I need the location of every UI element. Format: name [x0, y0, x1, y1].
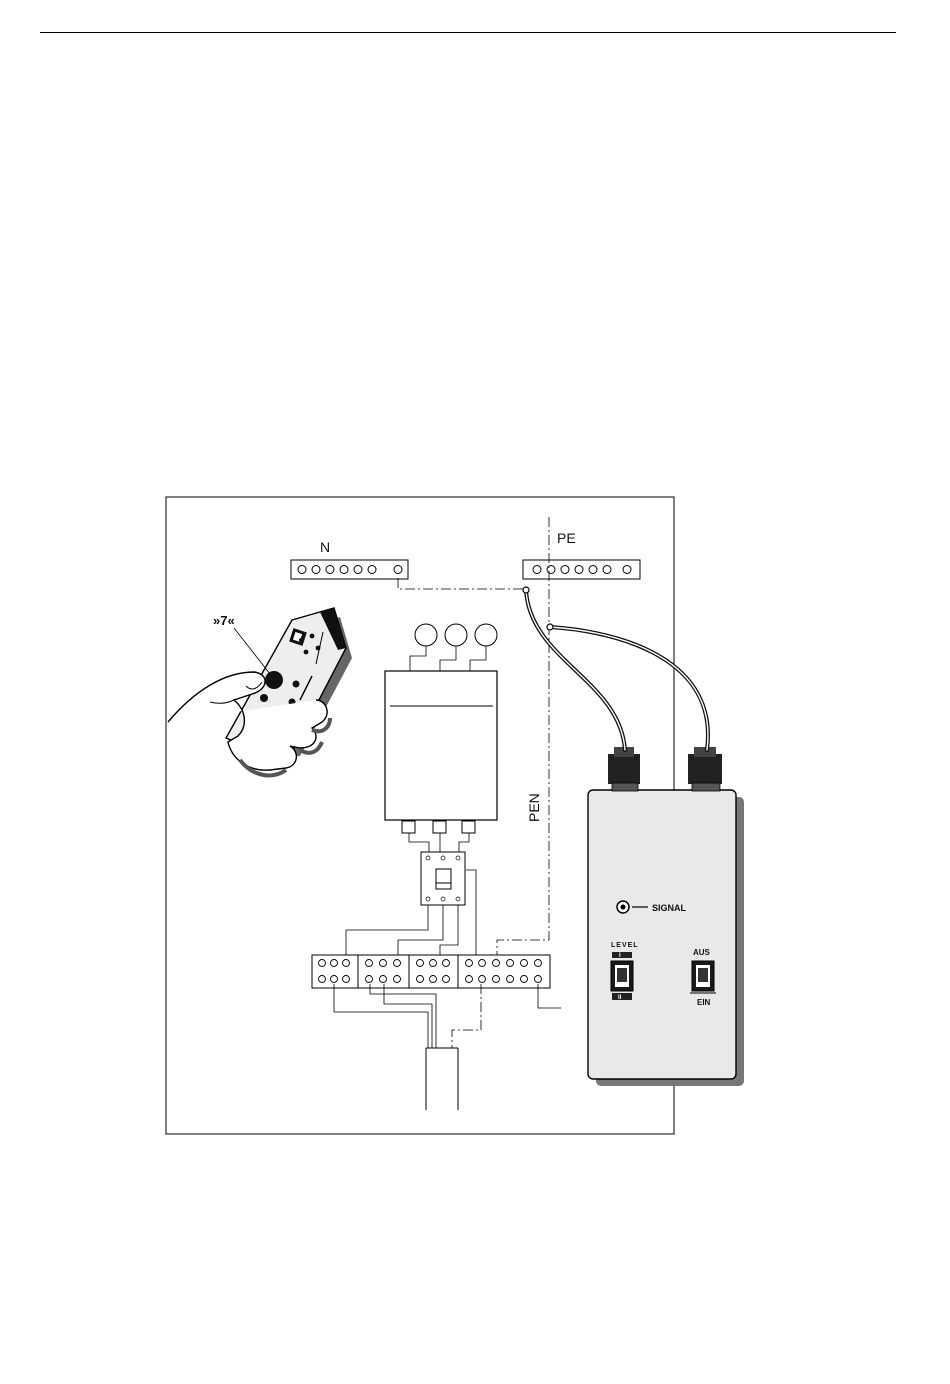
remote-button-7[interactable] [265, 671, 283, 689]
electricity-meter-icon [385, 624, 497, 833]
remote-callout-label: »7« [213, 613, 235, 628]
pen-conductor-line [497, 517, 549, 958]
meter-breaker-wires [409, 833, 469, 852]
n-busbar-label: N [320, 539, 330, 555]
pe-busbar-label: PE [557, 530, 576, 546]
circuit-breaker-icon [421, 852, 465, 905]
remote-callout-leader [234, 628, 270, 674]
lead-clip-pe [523, 587, 529, 593]
supply-cable [426, 1048, 458, 1110]
tester-connector-left [608, 747, 640, 791]
supply-cable-wires [334, 984, 561, 1048]
n-busbar: N [291, 539, 408, 579]
aus-label: AUS [693, 948, 711, 957]
ein-label: EIN [697, 998, 711, 1007]
terminal-block [312, 955, 550, 988]
test-leads [526, 590, 708, 750]
level-label: LEVEL [611, 942, 639, 949]
lead-clip-pen [547, 624, 553, 630]
pen-label: PEN [526, 793, 542, 822]
n-pe-bridge-line [398, 578, 526, 589]
cable-tester-icon: SIGNAL LEVEL I II AUS EIN [588, 747, 744, 1086]
tester-connector-right [688, 747, 722, 791]
hand-holding-remote-icon [168, 608, 352, 775]
signal-label: SIGNAL [652, 903, 687, 913]
level-pos2-label: II [618, 995, 622, 1001]
pe-busbar: PE [523, 530, 640, 579]
